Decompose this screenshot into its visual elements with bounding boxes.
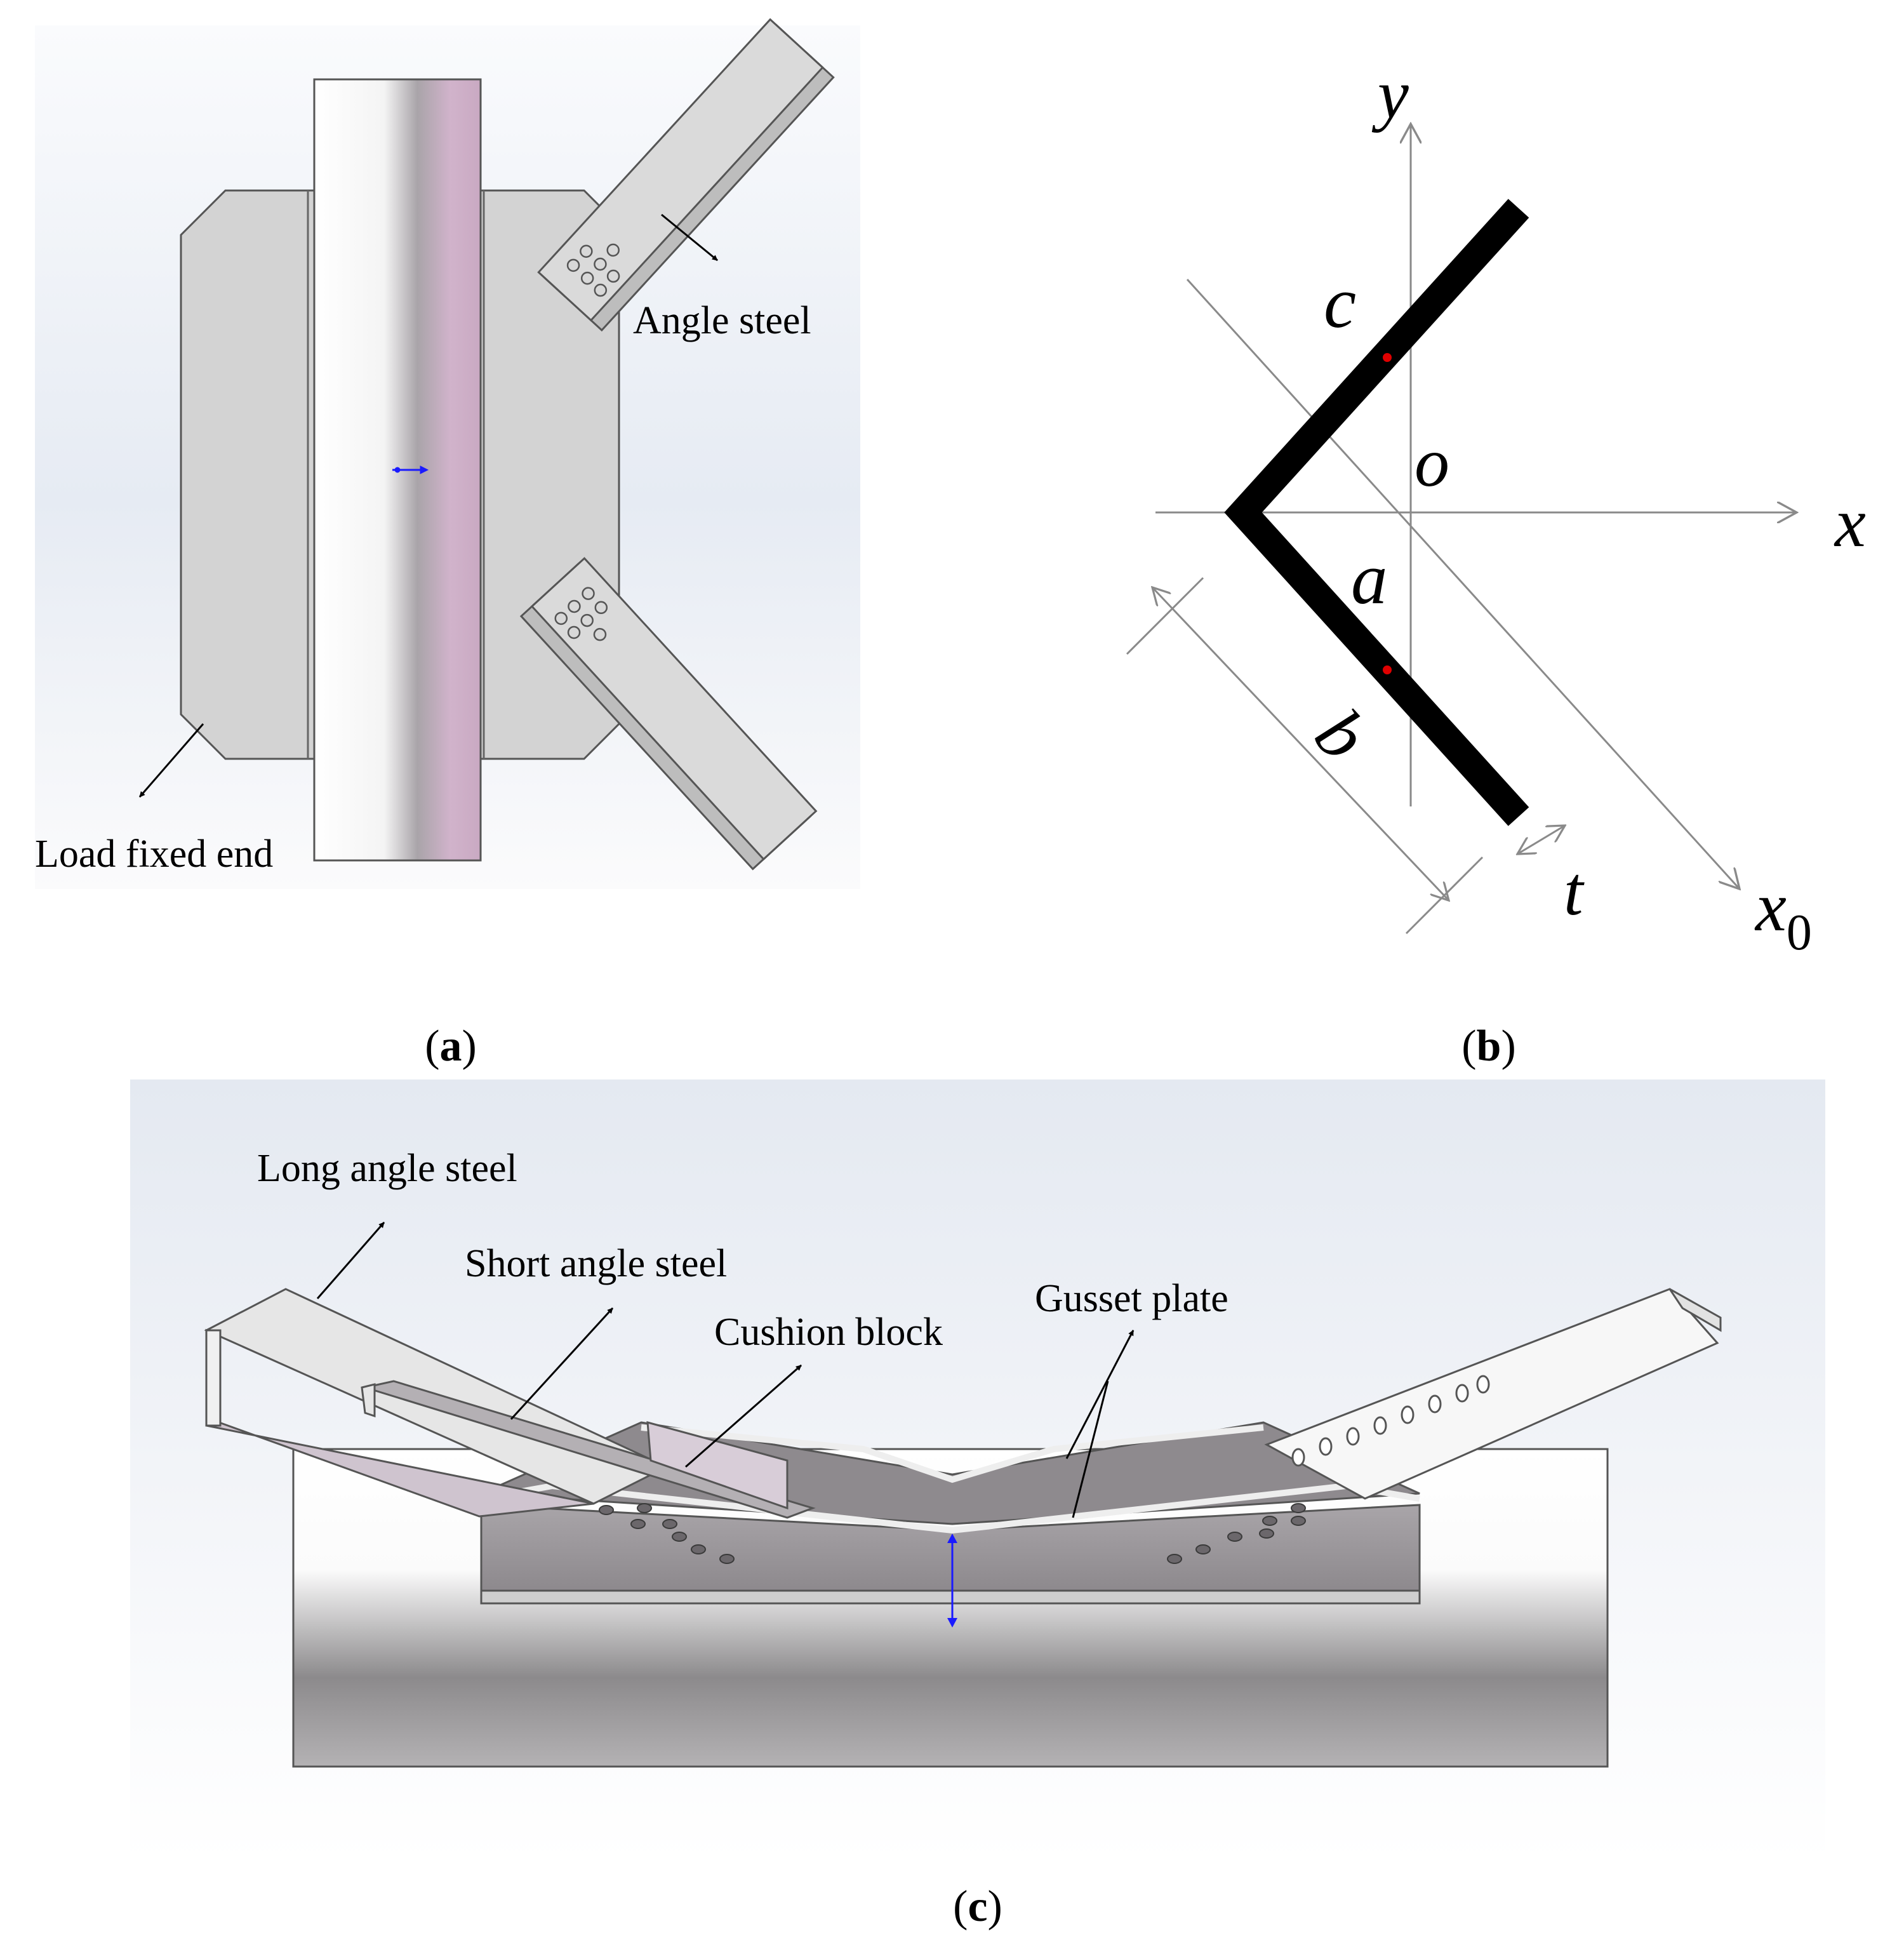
axis-x-label: x xyxy=(1834,484,1866,561)
axis-x0-line xyxy=(1186,278,1740,889)
gusset-upper-edge xyxy=(641,1424,1264,1483)
gusset-plate-label: Gusset plate xyxy=(1035,1277,1228,1320)
panel-b: y x x0 o c a b t (b) xyxy=(1126,55,1866,1071)
angle-section xyxy=(1224,199,1529,826)
short-angle-steel-callout-arrow xyxy=(510,1307,614,1420)
gusset-plate-callout-leader xyxy=(1072,1380,1109,1518)
dim-t-label: t xyxy=(1564,852,1585,930)
dim-a-label: a xyxy=(1351,538,1388,619)
gusset-bolt-holes-left xyxy=(599,1503,735,1564)
dim-b-extension-top xyxy=(1126,577,1204,655)
panel-b-label: (b) xyxy=(1461,1022,1516,1071)
dim-t-line xyxy=(1517,825,1565,854)
direction-indicator-icon xyxy=(392,465,429,474)
dim-c-label: c xyxy=(1324,262,1356,343)
dim-b-line xyxy=(1152,587,1449,900)
right-angle-bolt-holes xyxy=(1291,1375,1490,1467)
axis-y-label: y xyxy=(1371,55,1409,133)
panel-a-label: (a) xyxy=(425,1022,477,1071)
load-fixed-end-label: Load fixed end xyxy=(35,832,273,876)
axis-x0-label: x0 xyxy=(1754,868,1812,961)
vertical-indicator-icon xyxy=(947,1534,957,1628)
left-angle-end-face xyxy=(205,1329,222,1427)
panel-a: Angle steel Load fixed end (a) xyxy=(35,18,860,1071)
long-angle-steel-label: Long angle steel xyxy=(257,1147,517,1190)
gusset-plate-callout-arrow xyxy=(1065,1330,1135,1459)
cushion-block-callout-arrow xyxy=(685,1364,802,1468)
angle-steel-label: Angle steel xyxy=(633,299,811,342)
centroid-marker-a xyxy=(1383,665,1392,674)
gusset-plate-front xyxy=(480,1504,1421,1592)
load-fixed-end-callout-arrow xyxy=(138,723,204,798)
panel-c: Long angle steel Short angle steel Cushi… xyxy=(130,1079,1825,1931)
short-angle-steel-flange xyxy=(361,1383,376,1418)
gusset-bolt-holes-right xyxy=(1167,1503,1306,1564)
panel-c-label: (c) xyxy=(953,1882,1002,1931)
dim-b-label: b xyxy=(1300,694,1383,775)
short-angle-steel-label: Short angle steel xyxy=(465,1242,727,1285)
origin-label: o xyxy=(1415,424,1449,501)
upper-angle-steel xyxy=(537,18,835,332)
gusset-bottom-flange xyxy=(480,1589,1421,1605)
angle-steel-callout-arrow xyxy=(661,213,718,262)
short-angle-steel xyxy=(361,1380,816,1519)
long-angle-steel-callout-arrow xyxy=(316,1222,385,1299)
right-long-angle-steel-face xyxy=(1264,1288,1719,1500)
bolt-holes-lower xyxy=(554,587,608,641)
centroid-marker-c xyxy=(1383,353,1392,362)
cushion-block-label: Cushion block xyxy=(714,1311,943,1354)
bolt-holes-upper xyxy=(566,243,620,297)
cushion-block xyxy=(646,1420,789,1510)
lower-angle-steel xyxy=(519,557,818,871)
right-long-angle-steel-flange xyxy=(1668,1288,1722,1332)
